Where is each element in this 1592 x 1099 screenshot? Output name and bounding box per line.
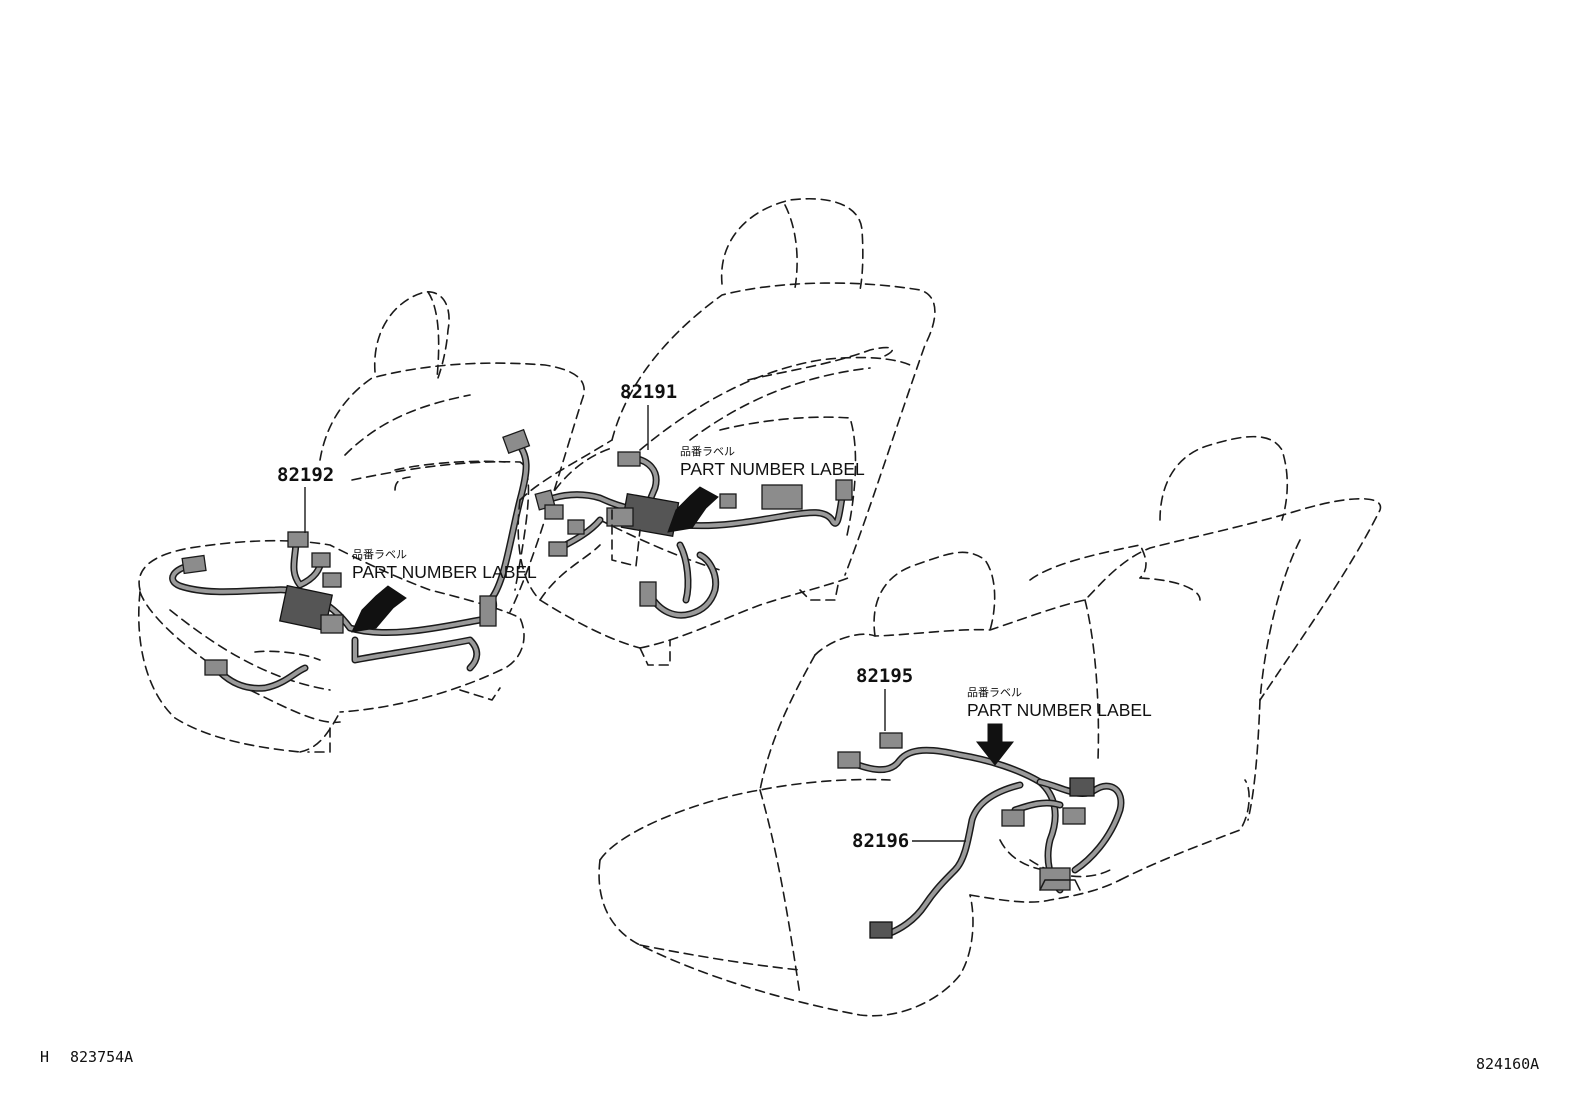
label-arrow-icon <box>667 486 719 533</box>
part-number-label-en: PART NUMBER LABEL <box>967 700 1152 720</box>
part-number-label-en: PART NUMBER LABEL <box>680 459 865 479</box>
right-front-seat <box>517 198 936 666</box>
part-number-82191: 82191 <box>620 381 677 403</box>
left-front-seat <box>137 291 585 753</box>
footer-code-right: 824160A <box>1476 1055 1539 1073</box>
label-arrow-icon <box>975 723 1015 766</box>
part-number-82192: 82192 <box>277 464 334 486</box>
footer-code-left: 823754A <box>70 1048 133 1066</box>
label-callout-middle: 品番ラベル PART NUMBER LABEL <box>667 445 865 533</box>
part-number-label-en: PART NUMBER LABEL <box>352 562 537 582</box>
label-arrow-icon <box>351 585 407 633</box>
part-number-label-jp: 品番ラベル <box>680 445 735 458</box>
part-number-82195: 82195 <box>856 665 913 687</box>
callout-82192: 82192 <box>277 464 334 533</box>
part-number-label-jp: 品番ラベル <box>352 548 407 561</box>
callout-82191: 82191 <box>620 381 677 450</box>
callout-82195: 82195 <box>856 665 913 731</box>
part-number-label-jp: 品番ラベル <box>967 686 1022 699</box>
label-callout-left: 品番ラベル PART NUMBER LABEL <box>351 548 537 633</box>
callout-82196: 82196 <box>852 830 966 852</box>
footer-prefix: H <box>40 1048 49 1066</box>
part-number-82196: 82196 <box>852 830 909 852</box>
rear-seat <box>598 435 1382 1017</box>
label-callout-rear: 品番ラベル PART NUMBER LABEL <box>967 686 1152 766</box>
